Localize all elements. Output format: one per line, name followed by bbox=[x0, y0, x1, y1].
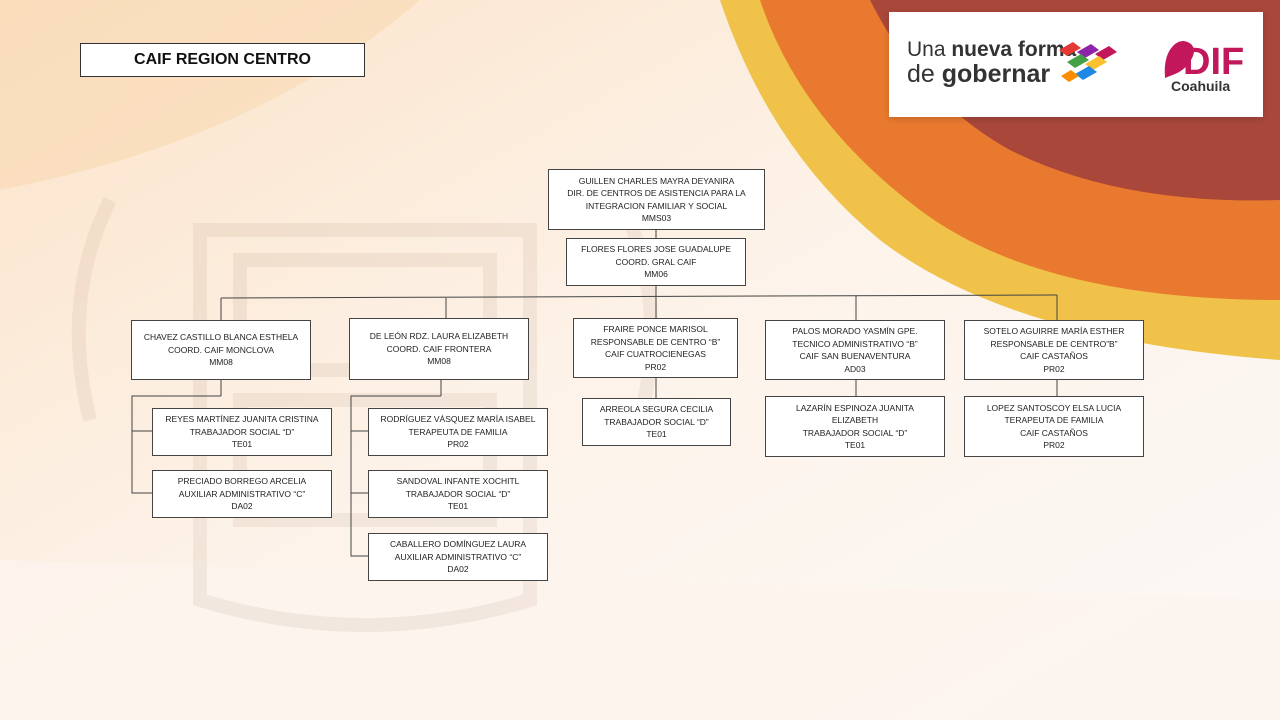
node-line: PR02 bbox=[1043, 363, 1065, 374]
node-line: ELIZABETH bbox=[831, 415, 879, 425]
node-line: CHAVEZ CASTILLO BLANCA ESTHELA bbox=[143, 332, 299, 343]
node-line: CAIF CUATROCIENEGAS bbox=[605, 349, 706, 359]
dif-logo-icon: DIF bbox=[1164, 41, 1244, 83]
node-line: FLORES FLORES JOSE GUADALUPE bbox=[581, 244, 731, 255]
org-node-lazarin: LAZARÍN ESPINOZA JUANITA ELIZABETH TRABA… bbox=[765, 396, 945, 457]
node-line: TE01 bbox=[447, 501, 469, 512]
node-line: MM08 bbox=[427, 356, 451, 367]
node-line: TRABAJADOR SOCIAL “D” bbox=[802, 427, 908, 438]
node-line: RESPONSABLE DE CENTRO “B” bbox=[590, 336, 721, 347]
node-line: RODRÍGUEZ VÁSQUEZ MARÍA ISABEL bbox=[380, 414, 536, 425]
node-line: CABALLERO DOMÍNGUEZ LAURA bbox=[389, 539, 527, 550]
org-node-monclova: CHAVEZ CASTILLO BLANCA ESTHELA COORD. CA… bbox=[131, 320, 311, 380]
node-line: FRAIRE PONCE MARISOL bbox=[603, 324, 708, 334]
org-node-frontera: DE LEÓN RDZ. LAURA ELIZABETH COORD. CAIF… bbox=[349, 318, 529, 380]
flag-logo-icon bbox=[1059, 42, 1117, 82]
logo-panel: Una nueva forma de gobernar DIF Coahuila bbox=[889, 12, 1263, 117]
dif-logo-text: DIF bbox=[1183, 41, 1244, 83]
slogan-word: de bbox=[907, 60, 942, 88]
node-line: LAZARÍN ESPINOZA JUANITA bbox=[796, 402, 914, 413]
org-node-cuatrocienegas: FRAIRE PONCE MARISOL RESPONSABLE DE CENT… bbox=[573, 318, 738, 378]
node-line: PR02 bbox=[644, 361, 667, 372]
node-line: TE01 bbox=[646, 429, 667, 440]
node-line: TE01 bbox=[231, 439, 253, 450]
node-line: CAIF CASTAÑOS bbox=[1020, 427, 1088, 438]
node-line: RESPONSABLE DE CENTRO”B” bbox=[990, 338, 1118, 349]
slogan-word: nueva forma bbox=[951, 38, 1077, 61]
org-node-buenaventura: PALOS MORADO YASMÍN GPE. TECNICO ADMINIS… bbox=[765, 320, 945, 380]
node-line: TRABAJADOR SOCIAL “D” bbox=[189, 426, 295, 437]
org-node-lopez: LOPEZ SANTOSCOY ELSA LUCIA TERAPEUTA DE … bbox=[964, 396, 1144, 457]
node-line: DA02 bbox=[231, 501, 253, 512]
org-node-coord-gral: FLORES FLORES JOSE GUADALUPE COORD. GRAL… bbox=[566, 238, 746, 286]
node-line: PR02 bbox=[1043, 440, 1065, 450]
slogan-logo: Una nueva forma de gobernar bbox=[907, 38, 1077, 88]
node-line: TERAPEUTA DE FAMILIA bbox=[1004, 415, 1104, 425]
node-line: COORD. GRAL CAIF bbox=[615, 256, 697, 267]
node-line: SANDOVAL INFANTE XOCHITL bbox=[396, 476, 520, 487]
node-line: REYES MARTÍNEZ JUANITA CRISTINA bbox=[165, 414, 319, 425]
org-node-director: GUILLEN CHARLES MAYRA DEYANIRA DIR. DE C… bbox=[548, 169, 765, 230]
node-line: COORD. CAIF FRONTERA bbox=[386, 343, 492, 354]
node-line: COORD. CAIF MONCLOVA bbox=[167, 344, 275, 355]
node-line: TERAPEUTA DE FAMILIA bbox=[408, 426, 508, 437]
node-line: INTEGRACION FAMILIAR Y SOCIAL bbox=[585, 200, 728, 211]
page-title: CAIF REGION CENTRO bbox=[80, 43, 365, 77]
node-line: MM06 bbox=[644, 269, 668, 280]
node-line: AD03 bbox=[844, 363, 866, 374]
node-line: LOPEZ SANTOSCOY ELSA LUCIA bbox=[986, 402, 1122, 413]
org-node-arreola: ARREOLA SEGURA CECILIA TRABAJADOR SOCIAL… bbox=[582, 398, 731, 446]
org-node-reyes: REYES MARTÍNEZ JUANITA CRISTINA TRABAJAD… bbox=[152, 408, 332, 456]
slogan-word: Una bbox=[907, 38, 952, 61]
org-node-caballero: CABALLERO DOMÍNGUEZ LAURA AUXILIAR ADMIN… bbox=[368, 533, 548, 581]
node-line: GUILLEN CHARLES MAYRA DEYANIRA bbox=[578, 175, 735, 186]
node-line: SOTELO AGUIRRE MARÍA ESTHER bbox=[983, 326, 1125, 336]
node-line: MM08 bbox=[209, 357, 233, 368]
node-line: PRECIADO BORREGO ARCELIA bbox=[177, 476, 307, 487]
org-node-preciado: PRECIADO BORREGO ARCELIA AUXILIAR ADMINI… bbox=[152, 470, 332, 518]
org-node-sandoval: SANDOVAL INFANTE XOCHITL TRABAJADOR SOCI… bbox=[368, 470, 548, 518]
node-line: AUXILIAR ADMINISTRATIVO “C” bbox=[178, 488, 306, 499]
node-line: DIR. DE CENTROS DE ASISTENCIA PARA LA bbox=[567, 188, 746, 198]
slogan-word: gobernar bbox=[941, 60, 1051, 88]
node-line: ARREOLA SEGURA CECILIA bbox=[599, 404, 714, 415]
node-line: DA02 bbox=[447, 564, 469, 575]
node-line: PALOS MORADO YASMÍN GPE. bbox=[792, 326, 918, 336]
dif-logo-subtitle: Coahuila bbox=[1171, 78, 1231, 94]
node-line: TE01 bbox=[844, 440, 866, 450]
node-line: DE LEÓN RDZ. LAURA ELIZABETH bbox=[369, 331, 509, 342]
node-line: TECNICO ADMINISTRATIVO “B” bbox=[792, 338, 918, 349]
node-line: AUXILIAR ADMINISTRATIVO “C” bbox=[394, 551, 522, 562]
org-node-rodriguez: RODRÍGUEZ VÁSQUEZ MARÍA ISABEL TERAPEUTA… bbox=[368, 408, 548, 456]
node-line: CAIF SAN BUENAVENTURA bbox=[799, 351, 911, 361]
node-line: PR02 bbox=[447, 439, 469, 450]
node-line: TRABAJADOR SOCIAL “D” bbox=[405, 488, 511, 499]
node-line: CAIF CASTAÑOS bbox=[1020, 351, 1088, 361]
node-line: TRABAJADOR SOCIAL “D” bbox=[604, 416, 709, 427]
node-line: MMS03 bbox=[641, 213, 672, 223]
org-node-castanos: SOTELO AGUIRRE MARÍA ESTHER RESPONSABLE … bbox=[964, 320, 1144, 380]
